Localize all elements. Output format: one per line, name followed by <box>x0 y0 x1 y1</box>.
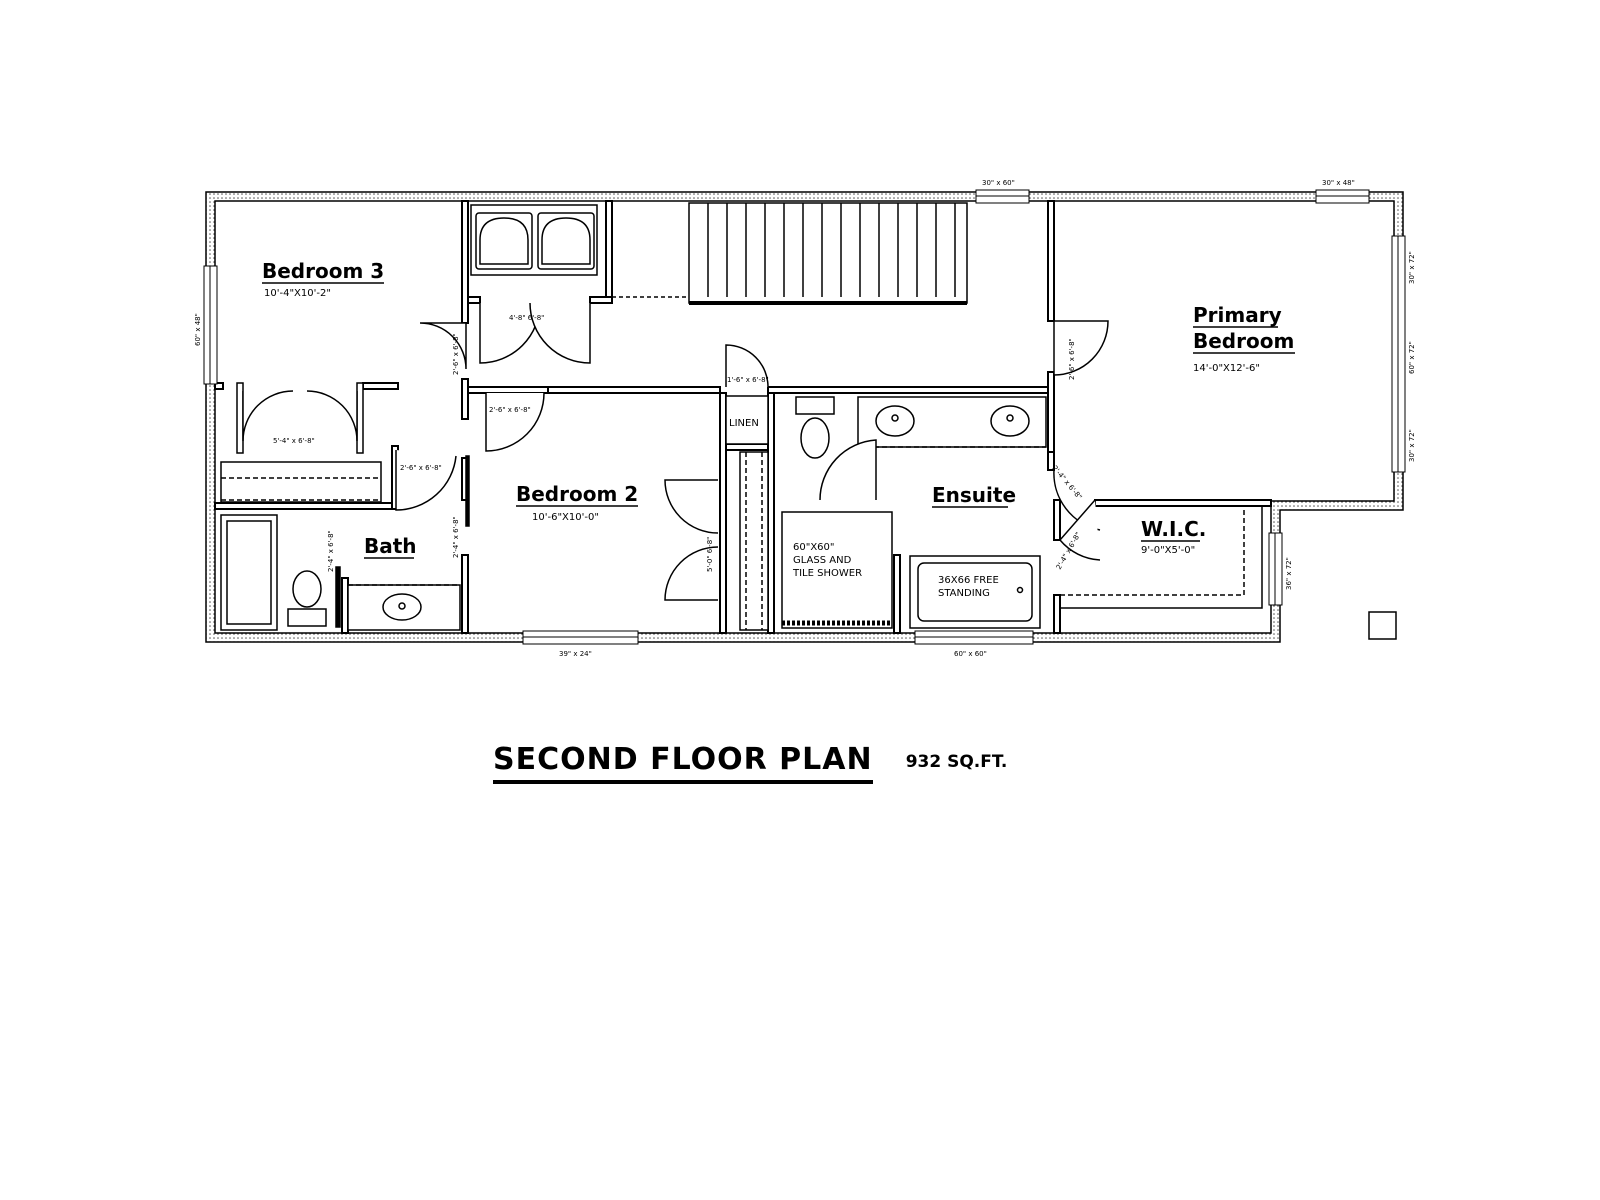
ensuite-toilet-tank <box>795 396 835 415</box>
window-label-bottom-1: 39" x 24" <box>559 650 592 658</box>
door-linen <box>725 344 769 388</box>
door-bath-entry <box>395 450 457 511</box>
door-label-bath-entry1: 2'-6" x 6'-8" <box>400 464 442 472</box>
bath-toilet-tank <box>287 608 327 627</box>
door-label-laundry: 4'-8" 6'-8" <box>509 314 544 322</box>
room-name-linen: LINEN <box>729 418 759 429</box>
room-dims-bedroom2: 10'-6"X10'-0" <box>532 512 599 523</box>
north-marker <box>1368 611 1397 640</box>
door-label-linen: 1'-6" x 6'-8" <box>727 376 769 384</box>
fixture-notes: 60"X60" GLASS AND TILE SHOWER 36X66 FREE… <box>792 542 999 599</box>
plan-title: SECOND FLOOR PLAN <box>493 742 873 784</box>
room-dims-primary: 14'-0"X12'-6" <box>1193 363 1260 374</box>
shower <box>781 511 893 629</box>
window-label-right-3: 30" x 72" <box>1408 429 1416 462</box>
ensuite-fixtures <box>781 396 1047 629</box>
room-name-primary-2: Bedroom <box>1193 329 1294 353</box>
room-name-bedroom3: Bedroom 3 <box>262 259 384 283</box>
door-bed2-closet-lower <box>664 546 719 601</box>
windows <box>203 189 1406 645</box>
room-name-wic: W.I.C. <box>1141 517 1206 541</box>
door-bedroom3 <box>419 322 467 370</box>
title-block: SECOND FLOOR PLAN 932 SQ.FT. <box>493 742 1007 784</box>
window-label-right-1: 30" x 72" <box>1408 251 1416 284</box>
room-name-primary-1: Primary <box>1193 303 1282 327</box>
washer-dryer <box>470 204 598 276</box>
tub-note-2: STANDING <box>938 588 990 599</box>
window-label-wic: 36" x 72" <box>1285 557 1293 590</box>
linen-closet <box>725 395 769 631</box>
door-label-bath-entry2: 2'-4" x 6'-8" <box>452 516 460 558</box>
window-labels: 30" x 60" 30" x 48" 60" x 48" 30" x 72" … <box>194 179 1416 658</box>
window-label-bottom-2: 60" x 60" <box>954 650 987 658</box>
door-bedroom3-closet-right <box>306 390 358 442</box>
room-name-bedroom2: Bedroom 2 <box>516 482 638 506</box>
window-label-right-2: 60" x 72" <box>1408 341 1416 374</box>
doors <box>242 302 1109 601</box>
door-label-bed3-closet: 5'-4" x 6'-8" <box>273 437 315 445</box>
door-primary <box>1053 320 1109 376</box>
door-label-bed2-closet: 5'-0" 6'-8" <box>706 537 714 572</box>
ensuite-toilet <box>800 417 830 459</box>
window-label-top-1: 30" x 60" <box>982 179 1015 187</box>
door-label-primary-entry: 2'-6" x 6'-8" <box>1068 338 1076 380</box>
window-label-top-2: 30" x 48" <box>1322 179 1355 187</box>
shower-note-2: GLASS AND <box>793 555 852 566</box>
door-label-bed3-entry: 2'-6" x 6'-8" <box>452 333 460 375</box>
room-dims-bedroom3: 10'-4"X10'-2" <box>264 288 331 299</box>
door-bedroom2 <box>485 392 545 452</box>
door-wc <box>819 439 877 501</box>
plan-area: 932 SQ.FT. <box>905 752 1008 772</box>
window-label-left: 60" x 48" <box>194 313 202 346</box>
bedroom3-closet <box>220 382 382 503</box>
shower-note-1: 60"X60" <box>793 542 835 553</box>
wic-shelving <box>1060 506 1263 609</box>
tub-note-1: 36X66 FREE <box>938 575 999 586</box>
bath-toilet <box>292 570 322 608</box>
room-name-bath: Bath <box>364 534 417 558</box>
door-laundry-right <box>529 302 591 364</box>
shower-note-3: TILE SHOWER <box>792 568 862 579</box>
room-name-ensuite: Ensuite <box>932 483 1016 507</box>
door-label-bath-wc: 2'-4" x 6'-8" <box>327 530 335 572</box>
room-labels: Bedroom 3 10'-4"X10'-2" Bedroom 2 10'-6"… <box>262 259 1295 559</box>
stairs <box>612 202 968 305</box>
door-wic <box>1059 499 1101 561</box>
room-dims-wic: 9'-0"X5'-0" <box>1141 545 1195 556</box>
door-bedroom3-closet-left <box>242 390 294 442</box>
door-bed2-closet-upper <box>664 479 719 534</box>
bath-fixtures <box>220 455 470 631</box>
door-label-bed2-entry: 2'-6" x 6'-8" <box>489 406 531 414</box>
